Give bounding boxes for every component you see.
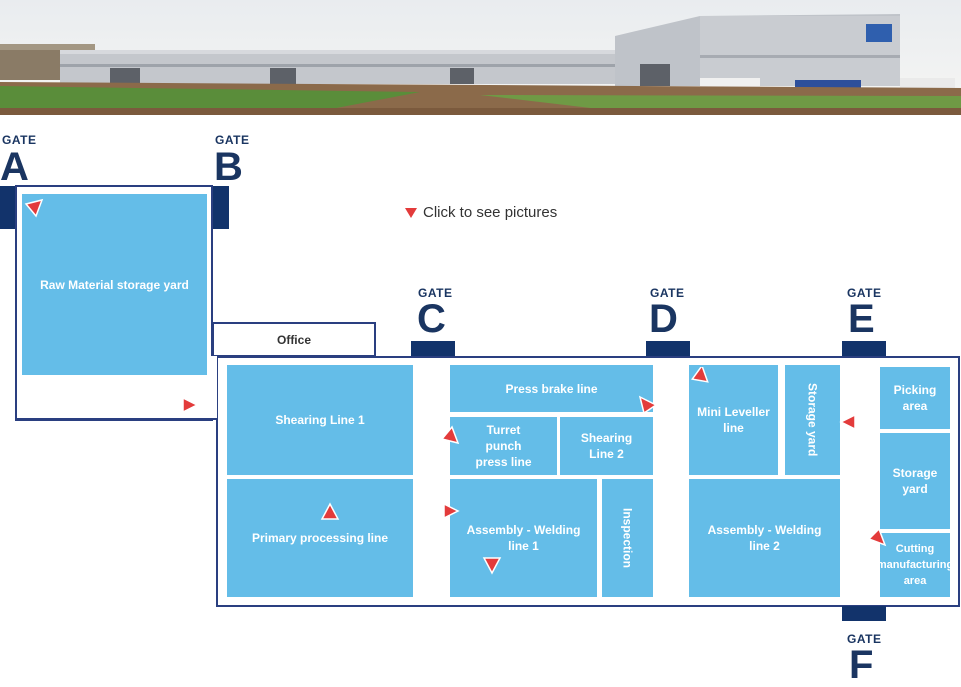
- gate-a-bar: [0, 186, 15, 229]
- area-assembly-welding-line-2[interactable]: Assembly - Welding line 2: [689, 479, 840, 597]
- area-raw-material-storage-yard[interactable]: Raw Material storage yard: [22, 194, 207, 375]
- area-turret-punch-press-line[interactable]: Turret punch press line: [450, 417, 557, 475]
- office-outline: [212, 322, 376, 357]
- area-press-brake-line[interactable]: Press brake line: [450, 365, 653, 412]
- gate-f-label: GATE: [847, 632, 882, 646]
- gate-a-letter: A: [0, 145, 29, 189]
- marker-primary-processing-icon[interactable]: [320, 502, 340, 522]
- area-mini-leveller-line[interactable]: Mini Leveller line: [689, 365, 778, 475]
- marker-assembly-1-icon[interactable]: [482, 555, 502, 575]
- gate-c-letter: C: [417, 297, 446, 341]
- marker-mini-leveller-icon[interactable]: [691, 367, 711, 387]
- gate-c-bar: [411, 341, 455, 356]
- marker-press-brake-icon[interactable]: [638, 395, 658, 415]
- office-label: Office: [276, 332, 311, 347]
- gate-b-letter: B: [214, 145, 243, 189]
- click-hint-text: Click to see pictures: [423, 204, 558, 221]
- marker-gate-a-entry-icon[interactable]: [180, 395, 200, 415]
- marker-turret-punch-icon[interactable]: [440, 425, 460, 445]
- gate-d-bar: [646, 341, 690, 356]
- area-assembly-welding-line-1[interactable]: Assembly - Welding line 1: [450, 479, 597, 597]
- factory-banner-photo: [0, 0, 961, 115]
- gate-e-label: GATE: [847, 286, 882, 300]
- area-shearing-line-1[interactable]: Shearing Line 1: [227, 365, 413, 475]
- gate-f-bar: [842, 606, 886, 621]
- gate-b-label: GATE: [215, 133, 250, 147]
- click-hint: Click to see pictures: [405, 204, 557, 221]
- marker-raw-material-icon[interactable]: [24, 198, 44, 218]
- marker-assembly-1-side-icon[interactable]: [441, 501, 461, 521]
- area-storage-yard-vertical[interactable]: Storage yard: [785, 365, 840, 475]
- marker-storage-yard-icon[interactable]: [838, 412, 858, 432]
- marker-cutting-icon[interactable]: [867, 527, 887, 547]
- area-cutting-manufacturing-area[interactable]: Cutting manufacturing area: [877, 533, 953, 597]
- gate-c-label: GATE: [418, 286, 453, 300]
- boundary-seam-line-left: [15, 356, 17, 420]
- gate-a-label: GATE: [2, 133, 37, 147]
- red-triangle-icon: [405, 207, 417, 218]
- gate-f-letter: F: [849, 643, 874, 687]
- area-inspection[interactable]: Inspection: [602, 479, 653, 597]
- gate-d-letter: D: [649, 297, 678, 341]
- area-storage-yard[interactable]: Storage yard: [880, 433, 950, 529]
- boundary-seam-line-vert: [216, 418, 218, 607]
- boundary-seam-line: [15, 418, 218, 420]
- area-primary-processing-line[interactable]: Primary processing line: [227, 479, 413, 597]
- gate-e-bar: [842, 341, 886, 356]
- gate-b-bar: [213, 186, 229, 229]
- gate-e-letter: E: [848, 297, 875, 341]
- area-shearing-line-2[interactable]: Shearing Line 2: [560, 417, 653, 475]
- gate-d-label: GATE: [650, 286, 685, 300]
- area-picking-area[interactable]: Picking area: [880, 367, 950, 429]
